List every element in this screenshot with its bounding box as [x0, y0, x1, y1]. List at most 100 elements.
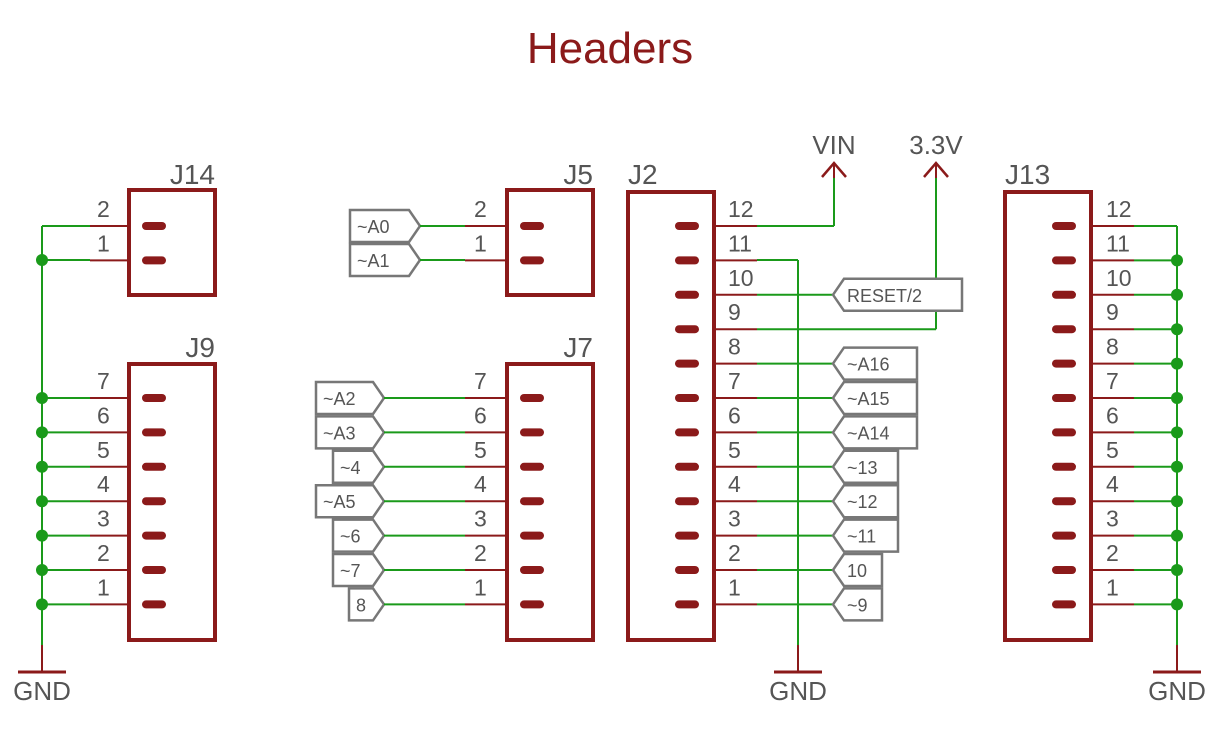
net-label-j7-5-shape — [331, 449, 386, 485]
net-label-j2-5-text: ~13 — [847, 458, 878, 478]
header-ref-j5: J5 — [563, 159, 593, 190]
gnd-symbol-mid-label: GND — [769, 676, 827, 706]
net-label-j2-6-text: ~A14 — [847, 423, 890, 443]
header-box-j9 — [127, 362, 217, 642]
pin-number-j13-12: 12 — [1106, 196, 1132, 222]
net-label-j2-6-shape — [831, 415, 919, 450]
header-ref-j7: J7 — [563, 332, 593, 363]
pin-number-j7-4: 4 — [474, 471, 487, 497]
supply-vin-label: VIN — [812, 130, 855, 160]
net-label-a1-shape — [348, 242, 422, 278]
pin-number-j2-9: 9 — [728, 299, 741, 325]
net-label-j7-6-shape — [314, 415, 386, 450]
pin-number-j2-8: 8 — [728, 334, 741, 360]
net-label-j2-2-shape — [831, 552, 884, 588]
header-ref-j2: J2 — [628, 159, 658, 190]
net-label-j7-1-shape — [347, 587, 386, 622]
pin-number-j2-5: 5 — [728, 437, 741, 463]
net-label-j2-3-text: ~11 — [847, 527, 876, 547]
net-label-j7-1-text: 8 — [356, 595, 366, 615]
supply-3v3-label: 3.3V — [909, 130, 963, 160]
pin-number-j9-1: 1 — [97, 574, 110, 600]
junction-j9-4 — [36, 495, 48, 508]
pin-number-j7-7: 7 — [474, 368, 487, 394]
net-label-j2-7-text: ~A15 — [847, 389, 890, 409]
header-box-j2 — [626, 190, 716, 642]
net-label-j2-5-shape — [831, 449, 900, 485]
net-label-a0-text: ~A0 — [357, 217, 390, 237]
junction-j9-5 — [36, 460, 48, 473]
pin-number-j5-1: 1 — [474, 230, 487, 256]
net-label-reset2-text: RESET/2 — [847, 286, 922, 306]
pin-number-j2-1: 1 — [728, 574, 741, 600]
pin-number-j9-4: 4 — [97, 471, 110, 497]
pin-number-j5-2: 2 — [474, 196, 487, 222]
header-ref-j9: J9 — [185, 332, 215, 363]
net-label-j7-2-text: ~7 — [340, 561, 361, 581]
net-label-j2-1-shape — [831, 587, 884, 622]
sheet-title: Headers — [526, 24, 694, 73]
pin-number-j13-3: 3 — [1106, 506, 1119, 532]
junction-j9-1 — [36, 598, 48, 611]
header-box-j14 — [127, 188, 217, 297]
junction-j9-7 — [36, 392, 48, 404]
net-label-j7-3-shape — [331, 518, 386, 553]
pin-number-j7-3: 3 — [474, 506, 487, 532]
pin-number-j2-6: 6 — [728, 402, 741, 428]
pin-number-j13-9: 9 — [1106, 299, 1119, 325]
net-label-a1-text: ~A1 — [357, 251, 390, 271]
junction-j9-6 — [36, 426, 48, 439]
pin-number-j7-5: 5 — [474, 437, 487, 463]
pin-number-j14-1: 1 — [97, 230, 110, 256]
net-label-j2-4-shape — [831, 483, 900, 519]
net-label-a0-shape — [348, 208, 422, 244]
pin-number-j9-5: 5 — [97, 437, 110, 463]
header-box-j13 — [1003, 190, 1093, 642]
gnd-symbol-right-label: GND — [1148, 676, 1206, 706]
pin-number-j13-2: 2 — [1106, 540, 1119, 566]
pin-number-j13-11: 11 — [1106, 230, 1130, 256]
net-label-j2-4-text: ~12 — [847, 492, 878, 512]
net-label-j7-4-text: ~A5 — [323, 492, 356, 512]
net-label-j7-6-text: ~A3 — [323, 423, 356, 443]
pin-number-j13-6: 6 — [1106, 402, 1119, 428]
net-label-reset2-shape — [831, 277, 964, 313]
pin-number-j2-11: 11 — [728, 230, 752, 256]
header-box-j7 — [505, 362, 595, 642]
net-label-j7-3-text: ~6 — [340, 527, 361, 547]
pin-number-j2-4: 4 — [728, 471, 741, 497]
net-label-j2-8-shape — [831, 346, 919, 381]
pin-number-j2-2: 2 — [728, 540, 741, 566]
gnd-symbol-left-label: GND — [13, 676, 71, 706]
pin-number-j2-10: 10 — [728, 265, 754, 291]
pin-number-j2-7: 7 — [728, 368, 741, 394]
header-ref-j14: J14 — [170, 159, 215, 190]
net-label-j2-7-shape — [831, 380, 919, 416]
header-ref-j13: J13 — [1005, 159, 1050, 190]
net-label-j2-8-text: ~A16 — [847, 355, 890, 375]
pin-number-j13-10: 10 — [1106, 265, 1132, 291]
net-label-j7-4-shape — [314, 483, 386, 519]
net-label-j2-1-text: ~9 — [847, 595, 868, 615]
junction-j9-3 — [36, 529, 48, 542]
net-label-j7-2-shape — [331, 552, 386, 588]
pin-number-j13-5: 5 — [1106, 437, 1119, 463]
pin-number-j9-3: 3 — [97, 506, 110, 532]
pin-number-j9-6: 6 — [97, 402, 110, 428]
net-label-j7-7-shape — [314, 380, 386, 416]
net-label-j2-3-shape — [831, 518, 900, 553]
pin-number-j7-1: 1 — [474, 574, 487, 600]
pin-number-j13-4: 4 — [1106, 471, 1119, 497]
header-box-j5 — [505, 188, 595, 297]
pin-number-j9-2: 2 — [97, 540, 110, 566]
pin-number-j7-2: 2 — [474, 540, 487, 566]
net-label-j7-7-text: ~A2 — [323, 389, 356, 409]
pin-number-j7-6: 6 — [474, 402, 487, 428]
pin-number-j9-7: 7 — [97, 368, 110, 394]
pin-number-j13-7: 7 — [1106, 368, 1119, 394]
junction-j14-1 — [36, 254, 48, 266]
net-label-j7-5-text: ~4 — [340, 458, 361, 478]
pin-number-j13-8: 8 — [1106, 334, 1119, 360]
